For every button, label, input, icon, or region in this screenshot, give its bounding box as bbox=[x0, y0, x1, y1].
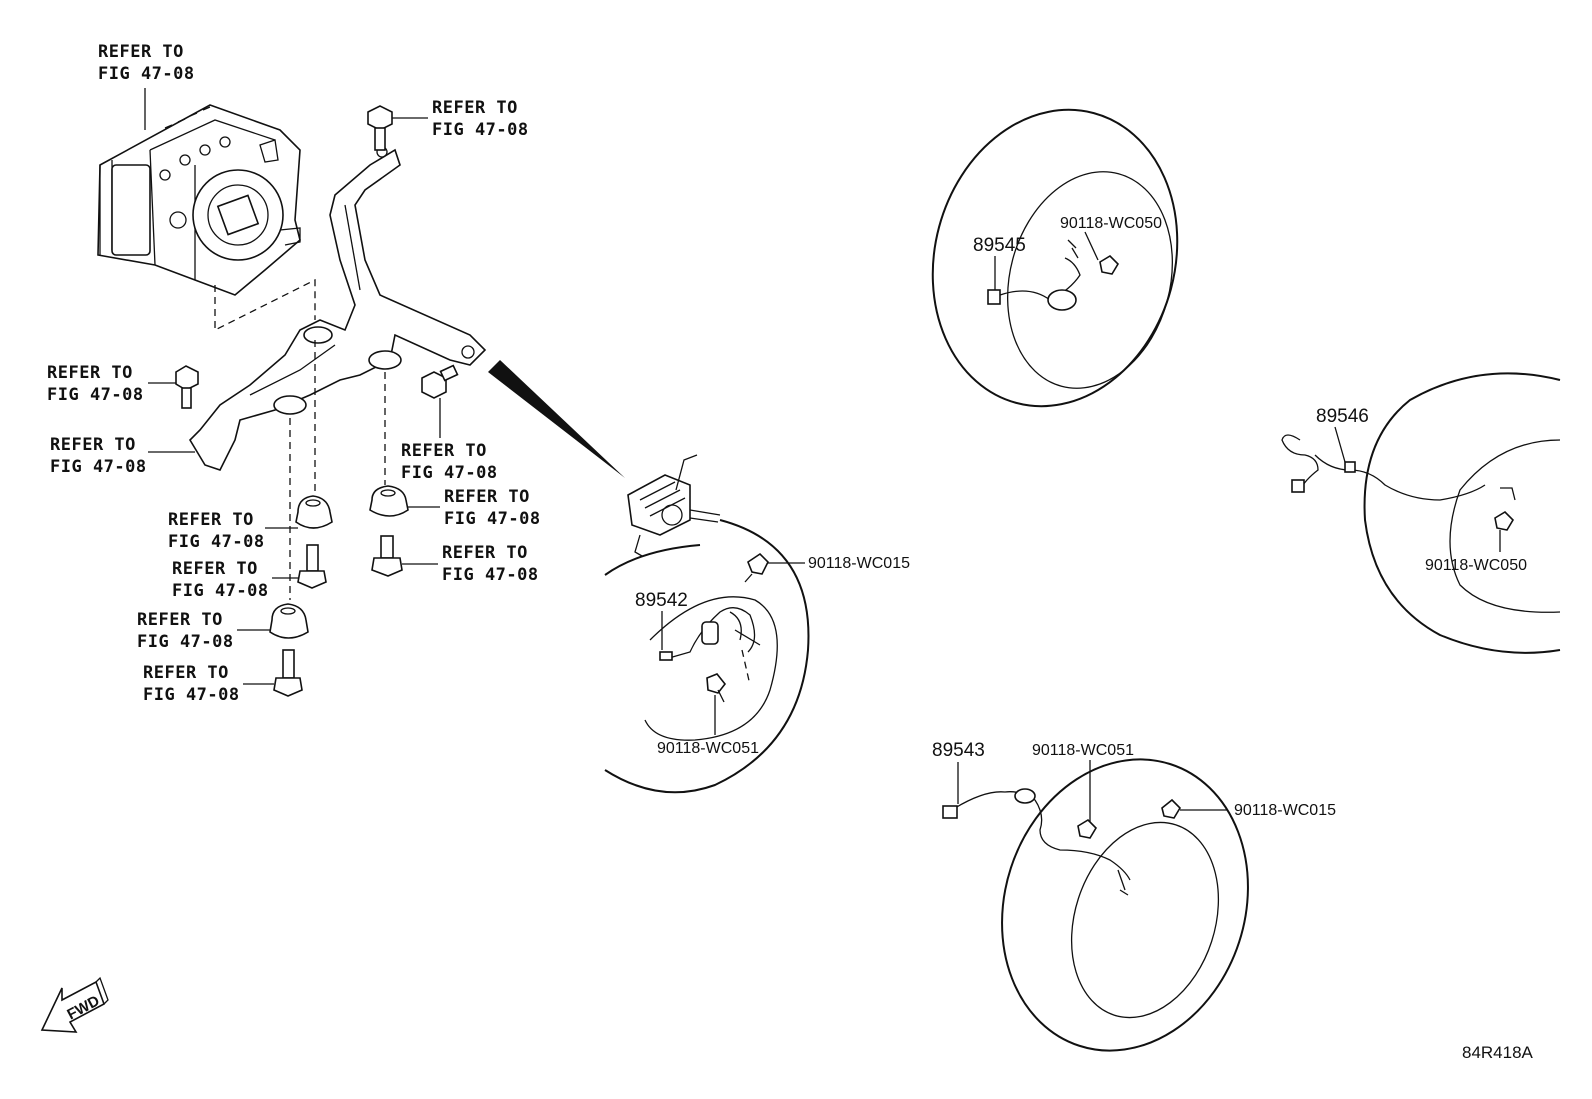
speed-sensor-icon[interactable] bbox=[1281, 434, 1516, 501]
refer-label-cushion-lu-l1: REFER TO bbox=[168, 510, 254, 530]
abs-actuator-icon[interactable] bbox=[627, 454, 721, 557]
refer-label-actuator-l1: REFER TO bbox=[98, 42, 184, 62]
part-number-90118-wc050-rl: 90118-WC050 bbox=[1060, 215, 1162, 232]
refer-label-cushion-lu-l2: FIG 47-08 bbox=[168, 532, 265, 552]
location-pointer-icon bbox=[488, 360, 625, 478]
refer-label-cushion-ll-l1: REFER TO bbox=[137, 610, 223, 630]
speed-sensor-icon[interactable] bbox=[659, 607, 761, 686]
bracket-icon[interactable] bbox=[188, 146, 487, 471]
refer-label-rightbolt-l2: FIG 47-08 bbox=[401, 463, 498, 483]
bolt-icon[interactable] bbox=[371, 535, 403, 577]
bolt-icon[interactable] bbox=[1161, 798, 1182, 819]
part-number-89542: 89542 bbox=[635, 590, 688, 611]
part-number-89546: 89546 bbox=[1316, 406, 1369, 427]
part-number-89543: 89543 bbox=[932, 740, 985, 761]
bolt-icon[interactable] bbox=[273, 649, 303, 697]
refer-label-collar-ll-l1: REFER TO bbox=[143, 663, 229, 683]
refer-label-collar-lu-l1: REFER TO bbox=[172, 559, 258, 579]
figure-code: 84R418A bbox=[1462, 1043, 1534, 1062]
bolt-icon[interactable] bbox=[297, 544, 327, 589]
tire-icon bbox=[1363, 372, 1561, 654]
cushion-icon[interactable] bbox=[369, 485, 409, 517]
part-number-90118-wc050-rr: 90118-WC050 bbox=[1425, 557, 1527, 574]
refer-label-cushion-ll-l2: FIG 47-08 bbox=[137, 632, 234, 652]
bolt-icon[interactable] bbox=[706, 673, 727, 703]
bolt-icon[interactable] bbox=[744, 552, 769, 583]
abs-actuator-icon[interactable] bbox=[97, 104, 301, 296]
refer-label-collar-ll-l2: FIG 47-08 bbox=[143, 685, 240, 705]
refer-label-collar-lu-l2: FIG 47-08 bbox=[172, 581, 269, 601]
refer-label-collar-r-l2: FIG 47-08 bbox=[442, 565, 539, 585]
tire-icon bbox=[1001, 758, 1249, 1052]
refer-label-cushion-r-l2: FIG 47-08 bbox=[444, 509, 541, 529]
refer-label-collar-r-l1: REFER TO bbox=[442, 543, 528, 563]
part-number-89545: 89545 bbox=[973, 235, 1026, 256]
refer-label-bracket-l1: REFER TO bbox=[50, 435, 136, 455]
refer-label-topbolt-l1: REFER TO bbox=[432, 98, 518, 118]
refer-label-leftbolt-l1: REFER TO bbox=[47, 363, 133, 383]
bolt-icon[interactable] bbox=[175, 365, 199, 409]
bolt-icon[interactable] bbox=[1494, 510, 1515, 531]
bolt-icon[interactable] bbox=[421, 364, 459, 399]
refer-label-topbolt-l2: FIG 47-08 bbox=[432, 120, 529, 140]
fwd-arrow-icon: FWD bbox=[40, 976, 109, 1033]
tire-icon bbox=[931, 108, 1179, 408]
refer-label-leftbolt-l2: FIG 47-08 bbox=[47, 385, 144, 405]
cushion-icon[interactable] bbox=[295, 495, 333, 529]
refer-label-bracket-l2: FIG 47-08 bbox=[50, 457, 147, 477]
refer-label-actuator-l2: FIG 47-08 bbox=[98, 64, 195, 84]
speed-sensor-icon[interactable] bbox=[942, 788, 1131, 896]
part-number-90118-wc051-fr: 90118-WC051 bbox=[1032, 742, 1134, 759]
speed-sensor-icon[interactable] bbox=[987, 239, 1081, 311]
bolt-icon[interactable] bbox=[1099, 254, 1120, 275]
part-number-90118-wc015-fl: 90118-WC015 bbox=[808, 555, 910, 572]
refer-label-rightbolt-l1: REFER TO bbox=[401, 441, 487, 461]
cushion-icon[interactable] bbox=[269, 603, 309, 639]
refer-label-cushion-r-l1: REFER TO bbox=[444, 487, 530, 507]
tire-icon bbox=[604, 519, 810, 794]
part-number-90118-wc015-fr: 90118-WC015 bbox=[1234, 802, 1336, 819]
part-number-90118-wc051-fl: 90118-WC051 bbox=[657, 740, 759, 757]
bolt-icon[interactable] bbox=[367, 105, 393, 151]
bolt-icon[interactable] bbox=[1077, 818, 1098, 839]
